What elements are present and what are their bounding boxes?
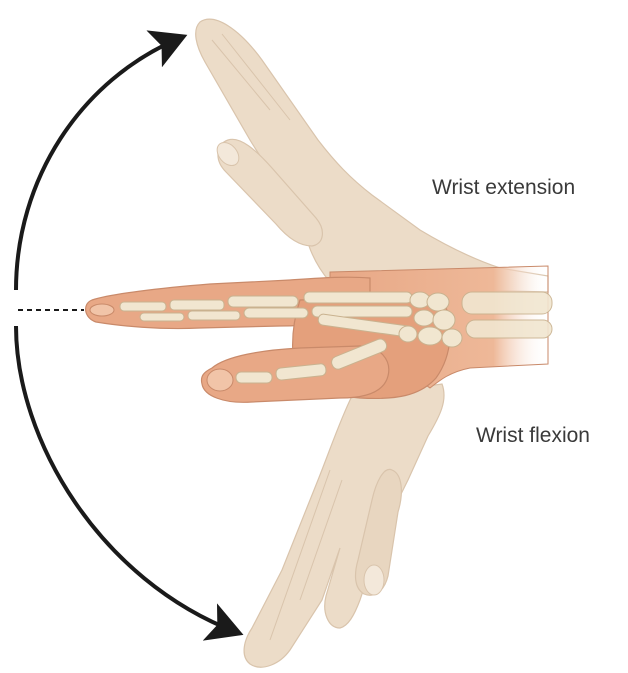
carpal-3 xyxy=(414,310,434,326)
flexed-hand-thumbnail xyxy=(364,565,384,595)
radius xyxy=(462,292,552,314)
flexed-hand xyxy=(244,384,444,667)
extended-hand xyxy=(196,19,548,292)
wrist-flexion-label: Wrist flexion xyxy=(476,424,590,448)
carpal-6 xyxy=(442,329,462,347)
neutral-hand-thumbnail xyxy=(207,369,233,391)
neutral-hand-fingernail xyxy=(90,304,114,316)
proximal-phalanx-2 xyxy=(244,308,308,318)
carpal-7 xyxy=(399,326,417,342)
neutral-hand xyxy=(86,266,552,402)
ulna xyxy=(466,320,552,338)
thumb-distal xyxy=(236,372,272,383)
flexion-arrow xyxy=(16,326,236,632)
metacarpal-1 xyxy=(304,292,412,303)
wrist-extension-label: Wrist extension xyxy=(432,176,575,200)
carpal-2 xyxy=(427,293,449,311)
carpal-4 xyxy=(433,310,455,330)
proximal-phalanx xyxy=(228,296,298,307)
flexed-hand-palm xyxy=(244,384,444,667)
middle-phalanx-2 xyxy=(188,311,240,320)
distal-phalanx-2 xyxy=(140,313,184,321)
carpal-5 xyxy=(418,327,442,345)
extension-arrow xyxy=(16,38,180,290)
distal-phalanx xyxy=(120,302,166,311)
middle-phalanx xyxy=(170,300,224,310)
